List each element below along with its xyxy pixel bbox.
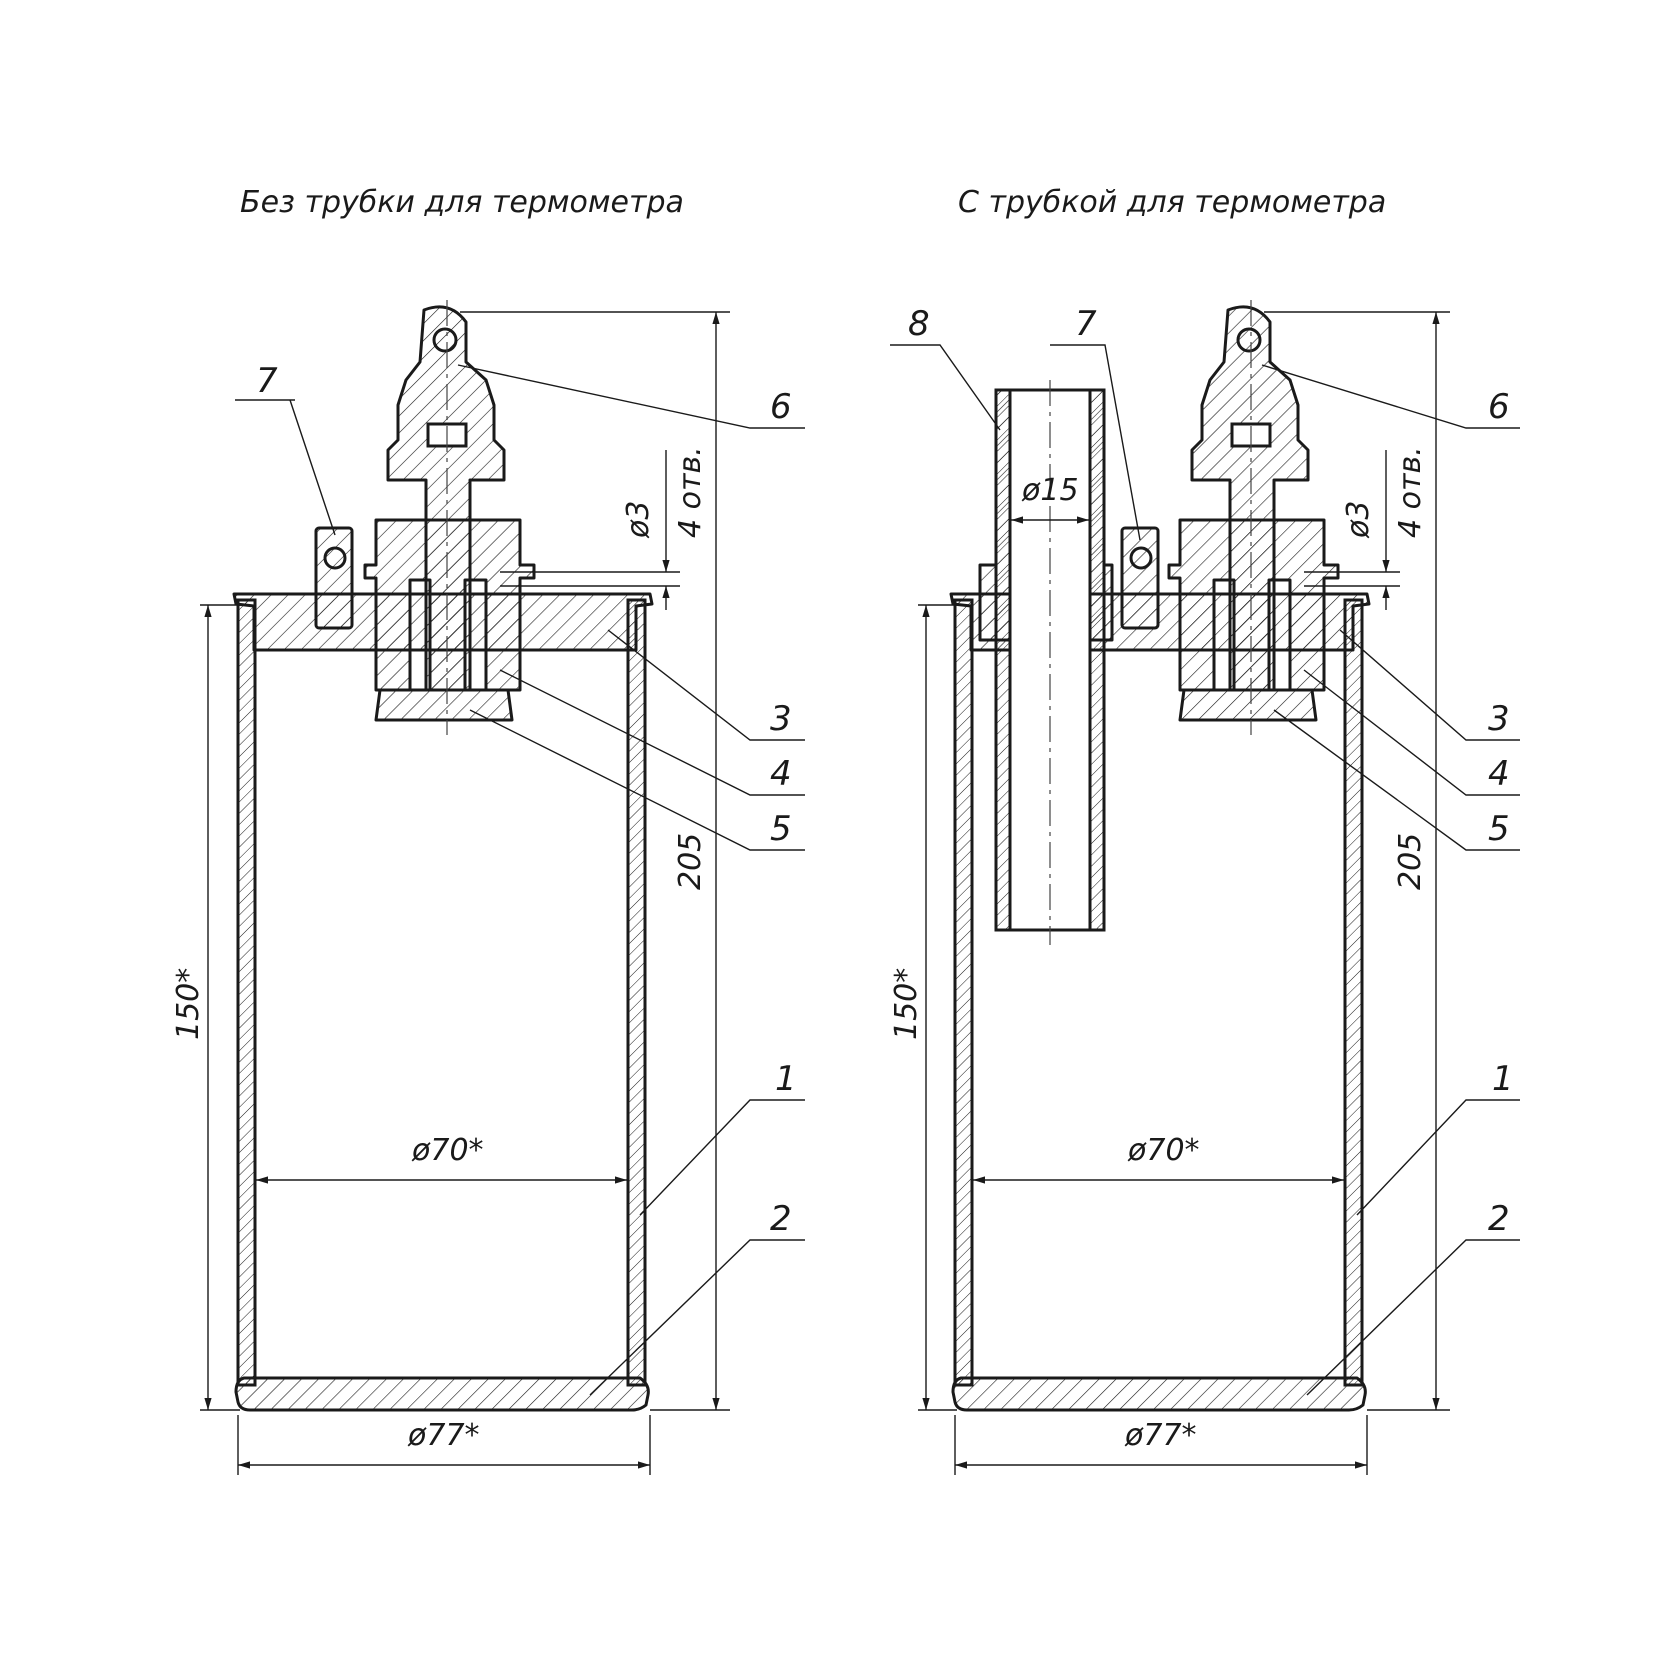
label-6-right: 6 (1488, 387, 1510, 427)
label-5-left: 5 (770, 809, 792, 849)
label-1-right: 1 (1492, 1059, 1514, 1099)
stem-handle (386, 305, 506, 692)
dim-hole-3-r: ø3 (1341, 501, 1376, 539)
dim-70-r: ø70* (1127, 1133, 1200, 1168)
cylinder-wall-left (236, 598, 257, 1387)
label-2-right: 2 (1488, 1199, 1510, 1239)
label-3-left: 3 (770, 699, 792, 739)
nut (374, 688, 514, 722)
label-5-right: 5 (1488, 809, 1510, 849)
handle-eye (432, 327, 458, 353)
dim-hole-3: ø3 (621, 501, 656, 539)
label-8-right: 8 (908, 304, 930, 344)
cylinder-wall-right-r (1343, 598, 1364, 1387)
vent-pin-hole (323, 546, 347, 570)
view-right: ø15 205 150* ø70* ø77* ø3 (889, 300, 1520, 1475)
dim-150-r: 150* (889, 968, 924, 1040)
dim-77-r: ø77* (1124, 1418, 1197, 1453)
dim-77: ø77* (407, 1418, 480, 1453)
label-3-right: 3 (1488, 699, 1510, 739)
title-right: С трубкой для термометра (958, 185, 1386, 220)
label-2-left: 2 (770, 1199, 792, 1239)
cylinder-wall-right (626, 598, 647, 1387)
label-4-left: 4 (770, 754, 792, 794)
stem-handle-r (1190, 305, 1310, 692)
vent-pin-r (1120, 526, 1160, 630)
label-1-left: 1 (775, 1059, 797, 1099)
cylinder-wall-left-r (953, 598, 974, 1387)
dim-150: 150* (171, 968, 206, 1040)
dim-205: 205 (673, 833, 708, 890)
dim-15: ø15 (1021, 473, 1079, 508)
title-left: Без трубки для термометра (240, 185, 684, 220)
label-6-left: 6 (770, 387, 792, 427)
label-4-right: 4 (1488, 754, 1510, 794)
view-left: 205 150* ø70* ø77* ø3 4 отв. 7 6 3 4 5 (171, 300, 805, 1475)
dim-hole-count: 4 отв. (673, 446, 708, 538)
bottom-plate (234, 1376, 650, 1412)
vent-pin (314, 526, 354, 630)
dim-hole-count-r: 4 отв. (1393, 446, 1428, 538)
dim-205-r: 205 (1393, 833, 1428, 890)
dim-70: ø70* (411, 1133, 484, 1168)
label-7-left: 7 (256, 361, 278, 401)
label-7-right: 7 (1075, 304, 1097, 344)
nut-r (1178, 688, 1318, 722)
bottom-plate-r (951, 1376, 1367, 1412)
